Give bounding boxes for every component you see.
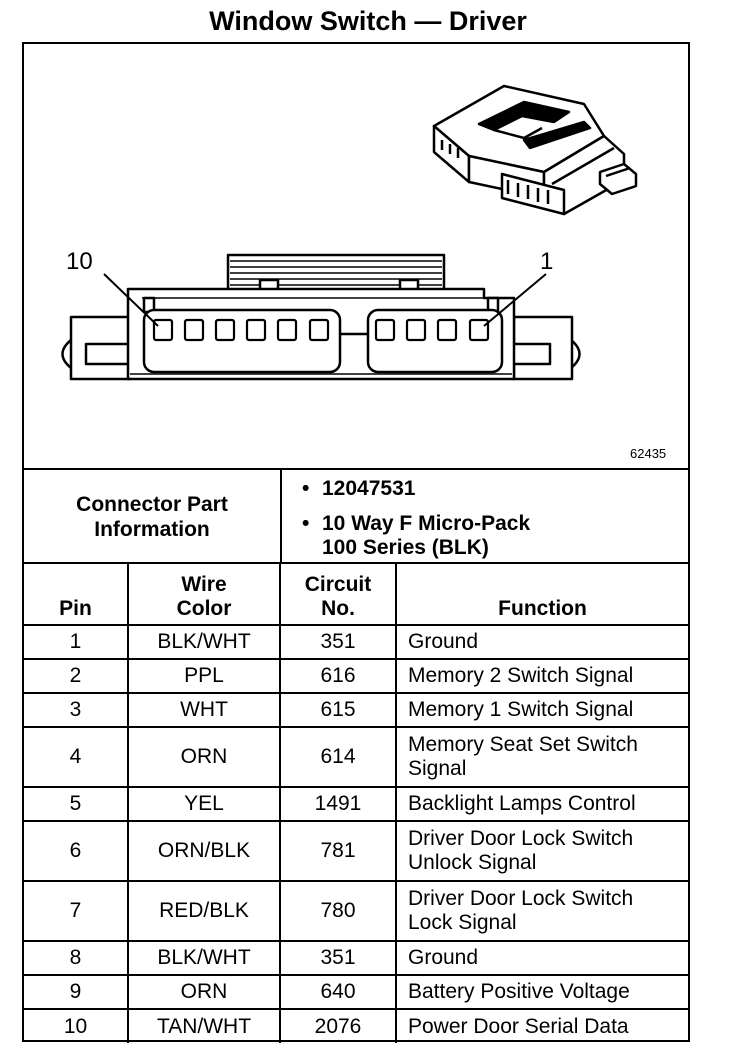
connector-diagram: 10 1 62435 <box>24 44 688 468</box>
pin-cavities <box>152 318 490 342</box>
function-cell: Memory 2 Switch Signal <box>395 658 688 694</box>
function-line: Memory 1 Switch Signal <box>408 698 634 721</box>
pin-label-10: 10 <box>66 248 93 275</box>
bullet: • <box>302 477 310 500</box>
connector-description: • 10 Way F Micro-Pack 100 Series (BLK) <box>302 512 531 559</box>
pin-cell: 4 <box>24 726 129 788</box>
connector-info-values: • 12047531 • 10 Way F Micro-Pack 100 Ser… <box>280 470 688 564</box>
connector-info-label-line2: Information <box>94 518 210 541</box>
wire-color-cell: ORN <box>127 726 281 788</box>
function-cell: Backlight Lamps Control <box>395 786 688 822</box>
connector-part-info: Connector Part Information • 12047531 • … <box>24 468 688 564</box>
wire-color-cell: YEL <box>127 786 281 822</box>
pin-cell: 9 <box>24 974 129 1010</box>
function-line: Ground <box>408 630 479 653</box>
pin-cell: 7 <box>24 880 129 942</box>
connector-3d-view <box>432 84 638 216</box>
circuit-cell: 615 <box>279 692 397 728</box>
connector-info-label: Connector Part Information <box>24 470 282 564</box>
connector-drawing <box>61 84 638 381</box>
function-line: Driver Door Lock Switch <box>408 887 634 910</box>
circuit-cell: 640 <box>279 974 397 1010</box>
wire-color-cell: WHT <box>127 692 281 728</box>
bullet: • <box>302 512 310 535</box>
wire-color-cell: PPL <box>127 658 281 694</box>
connector-info-label-line1: Connector Part <box>76 493 228 516</box>
wire-color-cell: TAN/WHT <box>127 1008 281 1043</box>
function-cell: Power Door Serial Data <box>395 1008 688 1043</box>
circuit-cell: 351 <box>279 624 397 660</box>
function-line: Memory Seat Set Switch <box>408 733 638 756</box>
function-line: Lock Signal <box>408 911 517 934</box>
function-cell: Ground <box>395 624 688 660</box>
pin-cell: 5 <box>24 786 129 822</box>
wire-color-cell: ORN/BLK <box>127 820 281 882</box>
wire-color-cell: RED/BLK <box>127 880 281 942</box>
table-header: Pin Wire Color Circuit No. Function <box>24 562 688 626</box>
circuit-cell: 781 <box>279 820 397 882</box>
function-line: Ground <box>408 946 479 969</box>
header-pin: Pin <box>24 562 129 626</box>
function-line: Power Door Serial Data <box>408 1014 629 1038</box>
part-number: • 12047531 <box>302 477 416 500</box>
connector-sheet: 10 1 62435 Connector Part Information • … <box>22 42 690 1043</box>
function-cell: Ground <box>395 940 688 976</box>
circuit-cell: 2076 <box>279 1008 397 1043</box>
function-line: Driver Door Lock Switch <box>408 827 634 850</box>
circuit-cell: 614 <box>279 726 397 788</box>
pin-cell: 3 <box>24 692 129 728</box>
pin-cell: 10 <box>24 1008 129 1043</box>
pin-cell: 8 <box>24 940 129 976</box>
circuit-cell: 616 <box>279 658 397 694</box>
wire-color-cell: ORN <box>127 974 281 1010</box>
circuit-cell: 1491 <box>279 786 397 822</box>
function-line: Backlight Lamps Control <box>408 792 636 815</box>
pin-cell: 1 <box>24 624 129 660</box>
wire-color-cell: BLK/WHT <box>127 624 281 660</box>
header-function: Function <box>395 562 688 626</box>
function-cell: Battery Positive Voltage <box>395 974 688 1010</box>
function-line: Battery Positive Voltage <box>408 980 630 1003</box>
header-wire-color: Wire Color <box>127 562 281 626</box>
function-cell: Memory 1 Switch Signal <box>395 692 688 728</box>
header-circuit-no: Circuit No. <box>279 562 397 626</box>
pin-cell: 2 <box>24 658 129 694</box>
function-line: Signal <box>408 757 467 780</box>
function-line: Unlock Signal <box>408 851 537 874</box>
circuit-cell: 780 <box>279 880 397 942</box>
wire-color-cell: BLK/WHT <box>127 940 281 976</box>
function-line: Memory 2 Switch Signal <box>408 664 634 687</box>
pin-cell: 6 <box>24 820 129 882</box>
page-title: Window Switch — Driver <box>209 6 527 36</box>
pin-label-1: 1 <box>540 248 554 275</box>
circuit-cell: 351 <box>279 940 397 976</box>
diagram-code: 62435 <box>630 446 667 461</box>
